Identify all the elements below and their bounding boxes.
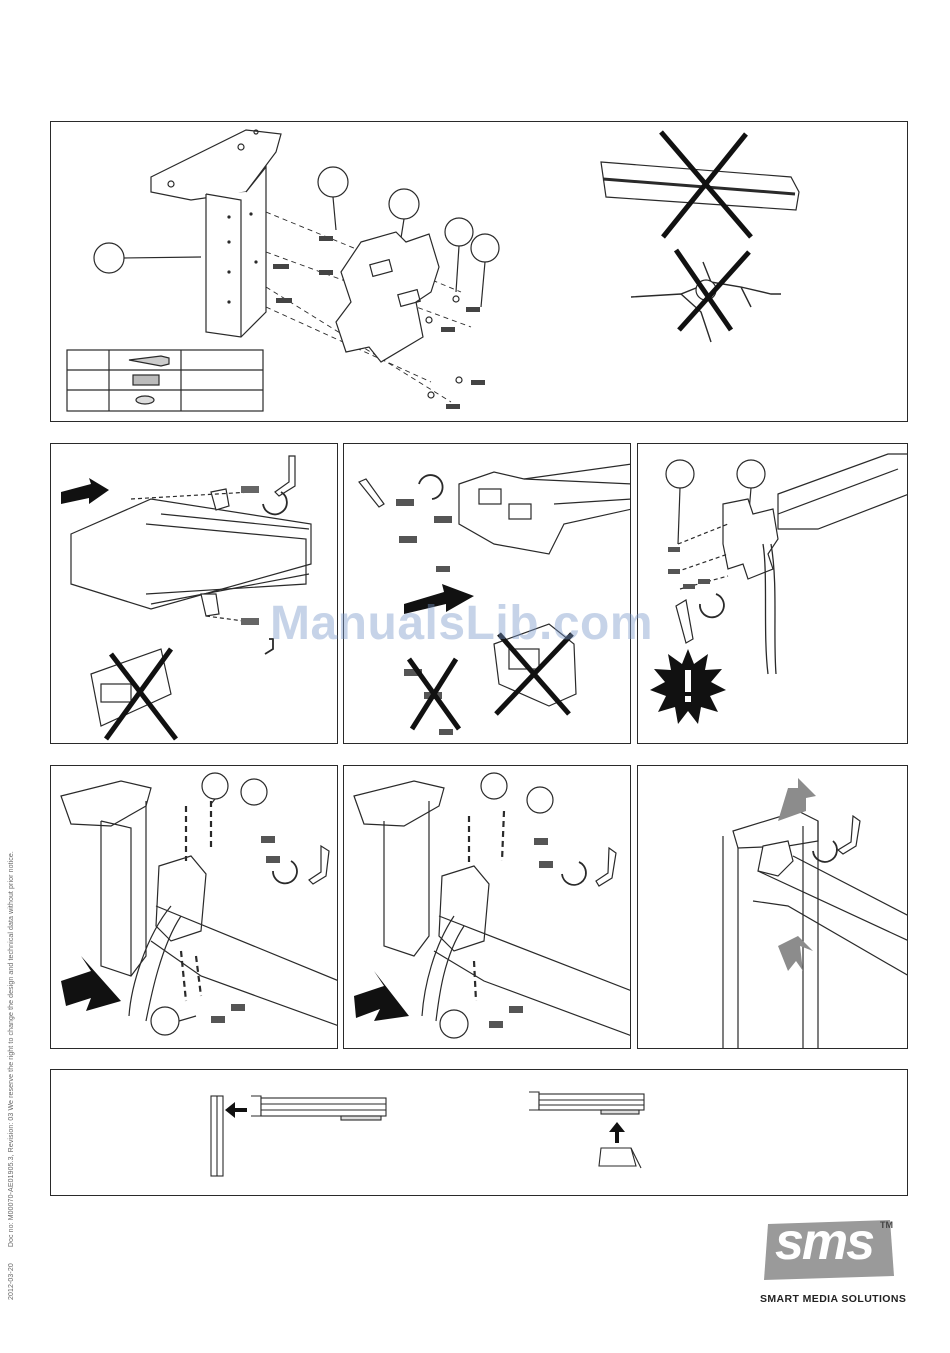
document-date: 2012-03-20 <box>8 1263 15 1300</box>
step-panel-6 <box>637 765 908 1049</box>
sms-logo-wordmark: sms <box>754 1212 894 1272</box>
step-1-drawing <box>51 444 338 744</box>
step-panel-2 <box>343 443 631 744</box>
exploded-parts-drawing <box>51 122 908 422</box>
sms-logo-tagline: SMART MEDIA SOLUTIONS <box>760 1293 906 1305</box>
trademark-symbol: TM <box>880 1220 893 1230</box>
sms-logo: sms TM SMART MEDIA SOLUTIONS <box>754 1218 904 1308</box>
document-revision-note: Doc no: M00070-AE01905.3, Revision: 03 W… <box>8 851 15 1247</box>
step-5-drawing <box>344 766 631 1049</box>
step-6-drawing <box>638 766 908 1049</box>
step-panel-1 <box>50 443 338 744</box>
watermark: ManualsLib.com <box>270 596 653 651</box>
step-2-drawing <box>344 444 631 744</box>
side-view-drawing <box>51 1070 908 1196</box>
step-3-drawing <box>638 444 908 744</box>
step-panel-5 <box>343 765 631 1049</box>
step-4-drawing <box>51 766 338 1049</box>
step-panel-4 <box>50 765 338 1049</box>
step-panel-3 <box>637 443 908 744</box>
side-view-panel <box>50 1069 908 1196</box>
parts-overview-panel <box>50 121 908 422</box>
document-footnote: 2012-03-20 Doc no: M00070-AE01905.3, Rev… <box>8 837 15 1300</box>
